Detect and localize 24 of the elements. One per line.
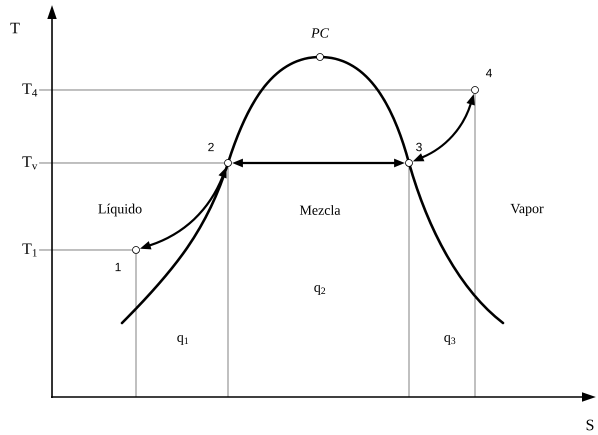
- point-label: PC: [311, 28, 330, 38]
- projection-line: [408, 166, 410, 398]
- state-point: [116, 246, 140, 272]
- point-label: 4: [486, 68, 492, 78]
- temperature-label: T$_{4}$: [22, 83, 38, 96]
- region-label: q$_{1}$: [177, 335, 188, 345]
- region-label: Mezcla: [300, 205, 340, 215]
- temperature-label: T$_{v}$: [22, 156, 38, 170]
- state-point: [405, 142, 422, 167]
- projection-line: [474, 94, 476, 398]
- region-label: T: [10, 22, 20, 34]
- temperature-line: [38, 162, 224, 164]
- state-point: [311, 28, 330, 61]
- point-label: 2: [208, 142, 214, 152]
- state-point: [208, 142, 232, 167]
- temperature-label: T$_{1}$: [22, 243, 37, 256]
- region-label: Vapor: [510, 204, 544, 216]
- region-label: q$_{3}$: [444, 335, 456, 345]
- region-label: Líquido: [98, 204, 142, 216]
- region-label: q$_{2}$: [314, 285, 326, 295]
- state-point: [471, 68, 492, 94]
- point-label: 3: [416, 142, 422, 152]
- point-label: 1: [116, 262, 121, 272]
- region-label: S: [586, 420, 594, 430]
